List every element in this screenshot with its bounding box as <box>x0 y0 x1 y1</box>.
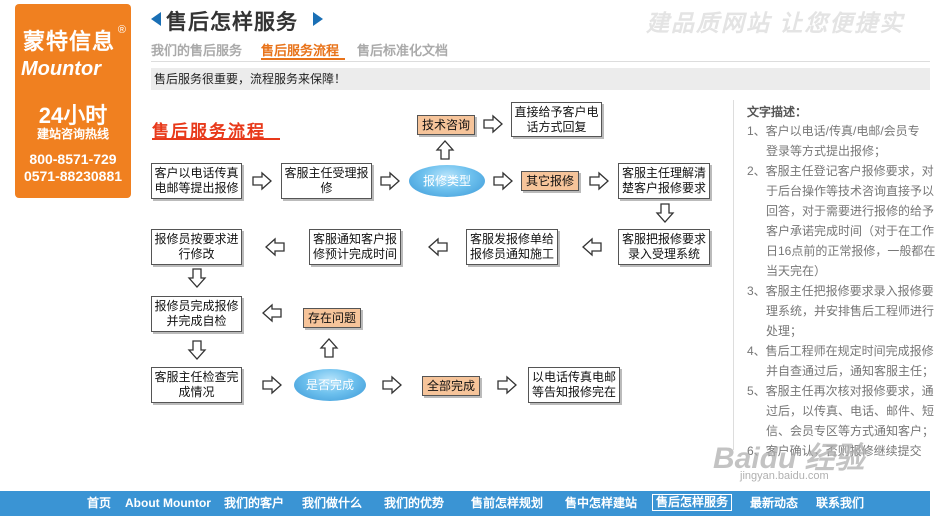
page-title: 售后怎样服务 <box>166 11 298 34</box>
flow-node-supervisor-check: 客服主任检查完成情况 <box>151 367 242 403</box>
description-line: 2、客服主任登记客户报修要求，对 <box>747 164 934 178</box>
flow-title: 售后服务流程 <box>152 122 266 141</box>
nav-what-we-do[interactable]: 我们做什么 <box>302 496 363 510</box>
brand-card[interactable]: 蒙特信息 ® Mountor 24小时 建站咨询热线 800-8571-729 … <box>15 4 131 198</box>
arrow-right-icon <box>483 114 503 134</box>
flow-node-dispatch: 客服发报修单给报修员通知施工 <box>466 229 558 265</box>
arrow-up-icon <box>435 140 455 160</box>
arrow-left-icon <box>428 237 448 257</box>
description-line: 登录等方式提出报修； <box>766 144 887 158</box>
flow-node-customer-call: 客户以电话传真电邮等提出报修 <box>151 163 242 199</box>
hotline-label: 建站咨询热线 <box>36 127 109 141</box>
description-line: 6、客户确认，否则报修继续提交 <box>747 444 922 458</box>
flow-tag-all-done: 全部完成 <box>422 376 481 396</box>
description-line: 信、会员专区等方式通知客户； <box>766 424 935 438</box>
nav-presale[interactable]: 售前怎样规划 <box>471 496 544 510</box>
arrow-right-icon <box>589 171 609 191</box>
flow-node-self-check: 报修员完成报修并完成自检 <box>151 296 242 332</box>
arrow-down-icon <box>655 203 675 223</box>
description-line: 当天完在） <box>766 264 827 278</box>
arrow-left-icon <box>262 303 282 323</box>
description-line: 过后，以传真、电话、邮件、短 <box>766 404 935 418</box>
hotline-phone-2: 0571-88230881 <box>23 168 123 184</box>
nav-advantages[interactable]: 我们的优势 <box>384 496 445 510</box>
flow-decision-complete: 是否完成 <box>294 369 366 401</box>
footer-nav-bar <box>0 491 930 516</box>
divider <box>733 100 734 450</box>
flow-node-supervisor-accept: 客服主任受理报修 <box>281 163 372 199</box>
registered-mark: ® <box>117 24 126 36</box>
nav-home[interactable]: 首页 <box>87 496 112 510</box>
next-arrow-icon[interactable] <box>313 12 323 26</box>
description-line: 1、客户以电话/传真/电邮/会员专 <box>747 124 920 138</box>
flow-node-notify-time: 客服通知客户报修预计完成时间 <box>309 229 401 265</box>
flow-node-enter-system: 客服把报修要求录入受理系统 <box>618 229 710 265</box>
arrow-up-icon <box>319 338 339 358</box>
arrow-right-icon <box>252 171 272 191</box>
hours-label: 24小时 <box>38 103 108 128</box>
flow-node-direct-reply: 直接给予客户电话方式回复 <box>511 102 602 137</box>
brand-name-cn: 蒙特信息 <box>23 29 116 54</box>
flow-tag-tech-consult: 技术咨询 <box>417 115 476 135</box>
flow-tag-other-repair: 其它报修 <box>521 171 580 191</box>
flow-node-notify-done: 以电话传真电邮等告知报修完在 <box>528 367 620 403</box>
flow-node-supervisor-explain: 客服主任理解清楚客户报修要求 <box>618 163 710 199</box>
description-line: 4、售后工程师在规定时间完成报修 <box>747 344 934 358</box>
flow-node-repair-fix: 报修员按要求进行修改 <box>151 229 242 265</box>
nav-insale[interactable]: 售中怎样建站 <box>565 496 638 510</box>
arrow-right-icon <box>497 375 517 395</box>
description-line: 于后台操作等技术咨询直接予以 <box>766 184 935 198</box>
baidu-watermark: Baidu 经验 <box>713 442 865 475</box>
arrow-right-icon <box>382 375 402 395</box>
description-line: 客户承诺完成时间（对于在工作 <box>766 224 935 238</box>
hotline-phone-1: 800-8571-729 <box>29 151 117 167</box>
description-line: 日16点前的正常报修，一般都在 <box>766 244 935 258</box>
arrow-right-icon <box>380 171 400 191</box>
flow-decision-repair-type: 报修类型 <box>409 165 485 197</box>
notice-bar: 售后服务很重要，流程服务来保障！ <box>151 68 930 90</box>
flow-tag-problem: 存在问题 <box>303 308 362 328</box>
arrow-left-icon <box>265 237 285 257</box>
nav-clients[interactable]: 我们的客户 <box>224 496 285 510</box>
description-line: 3、客服主任把报修要求录入报修要 <box>747 284 934 298</box>
watermark-url: jingyan.baidu.com <box>740 470 829 482</box>
brand-name-en: Mountor <box>21 58 101 80</box>
description-line: 理系统，并安排售后工程师进行 <box>766 304 935 318</box>
arrow-right-icon <box>493 171 513 191</box>
description-line: 处理； <box>766 324 803 338</box>
description-line: 回答，对于需要进行报修的给予 <box>766 204 935 218</box>
description-title: 文字描述： <box>747 105 808 119</box>
arrow-right-icon <box>262 375 282 395</box>
active-tab-underline <box>261 58 345 60</box>
slogan: 建品质网站 让您便捷实 <box>646 10 905 36</box>
nav-news[interactable]: 最新动态 <box>750 496 799 510</box>
arrow-down-icon <box>187 268 207 288</box>
nav-aftersale[interactable]: 售后怎样服务 <box>652 494 733 511</box>
tab-service-process[interactable]: 售后服务流程 <box>261 43 340 58</box>
flow-title-underline <box>152 138 280 140</box>
arrow-left-icon <box>582 237 602 257</box>
prev-arrow-icon[interactable] <box>151 12 161 26</box>
nav-about[interactable]: About Mountor <box>125 496 211 510</box>
tab-our-service[interactable]: 我们的售后服务 <box>151 43 243 58</box>
tab-standard-docs[interactable]: 售后标准化文档 <box>357 43 449 58</box>
description-line: 5、客服主任再次核对报修要求，通 <box>747 384 934 398</box>
nav-contact[interactable]: 联系我们 <box>816 496 865 510</box>
arrow-down-icon <box>187 340 207 360</box>
description-line: 并自查通过后，通知客服主任； <box>766 364 935 378</box>
divider <box>151 61 930 62</box>
description-text: 1、客户以电话/传真/电邮/会员专登录等方式提出报修； 2、客服主任登记客户报修要… <box>747 121 935 461</box>
